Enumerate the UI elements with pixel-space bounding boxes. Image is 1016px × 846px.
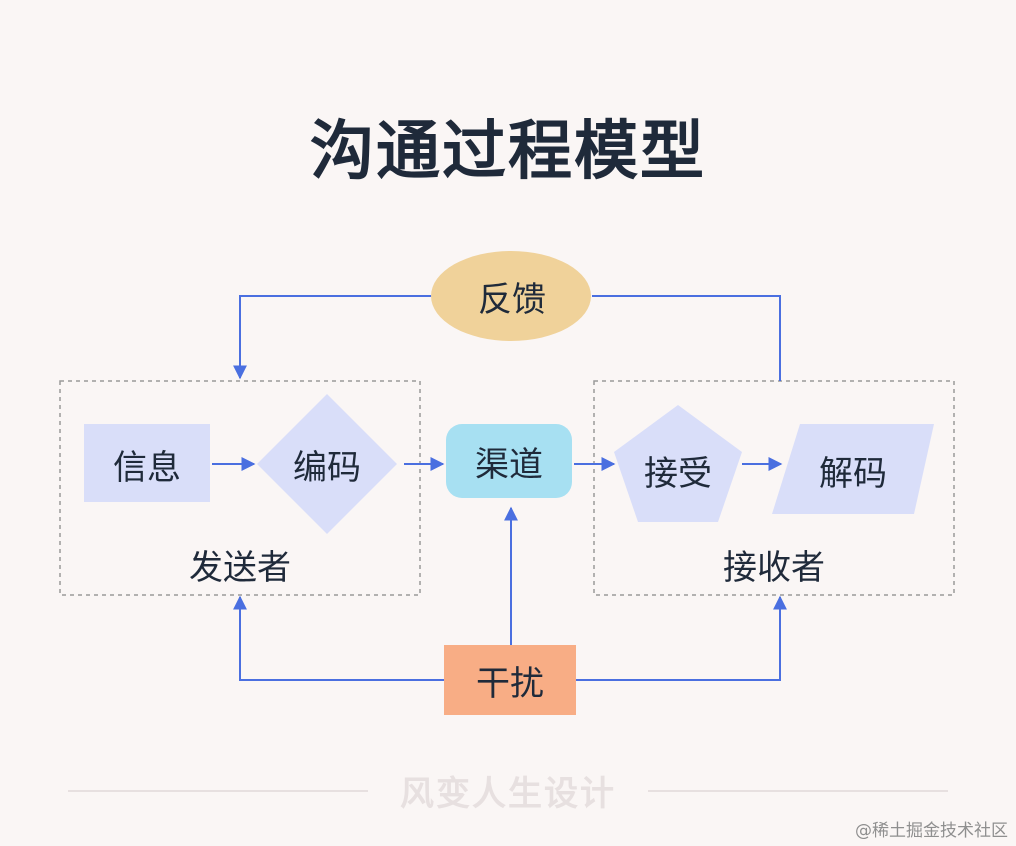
encode-node bbox=[257, 394, 397, 534]
message-node bbox=[84, 424, 210, 502]
feedback-to-sender-arrow bbox=[233, 295, 432, 380]
feedback-node bbox=[431, 251, 591, 341]
receiver-group-box bbox=[593, 380, 955, 596]
footer-divider-left bbox=[68, 790, 368, 792]
receive-label: 接受 bbox=[644, 453, 712, 494]
decode-label: 解码 bbox=[819, 453, 887, 494]
encode-label: 编码 bbox=[293, 447, 361, 488]
decode-node bbox=[772, 424, 934, 514]
noise-node bbox=[444, 645, 576, 715]
noise-to-sender-arrow bbox=[233, 595, 444, 681]
receive-node bbox=[614, 405, 742, 522]
footer-divider-right bbox=[648, 790, 948, 792]
footer-brand: 风变人生设计 bbox=[400, 774, 616, 814]
watermark: @稀土掘金技术社区 bbox=[855, 821, 1008, 841]
receiver-to-feedback-line bbox=[592, 295, 781, 381]
receiver-label: 接收者 bbox=[723, 548, 825, 588]
sender-group-box bbox=[59, 380, 421, 596]
channel-label: 渠道 bbox=[475, 444, 543, 485]
noise-to-receiver-arrow bbox=[576, 595, 787, 681]
page-title: 沟通过程模型 bbox=[310, 115, 706, 189]
noise-label: 干扰 bbox=[476, 663, 544, 704]
sender-label: 发送者 bbox=[189, 548, 291, 588]
message-label: 信息 bbox=[113, 447, 181, 488]
channel-node bbox=[446, 424, 572, 498]
feedback-label: 反馈 bbox=[478, 279, 546, 320]
